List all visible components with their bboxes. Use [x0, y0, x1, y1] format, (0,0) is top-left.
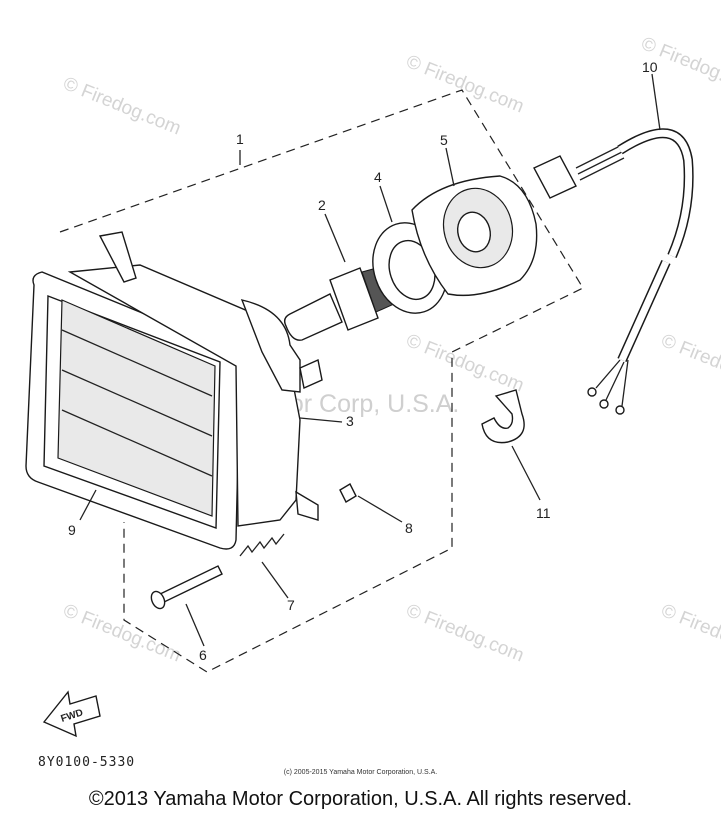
callout-5: 5	[440, 132, 448, 148]
leader-line-6	[185, 603, 205, 647]
watermark-text: © Firedog.com	[658, 600, 721, 666]
part-code: 8Y0100-5330	[38, 755, 135, 770]
forward-arrow-icon: FWD	[42, 690, 101, 738]
callout-8: 8	[405, 520, 413, 536]
callout-11: 11	[536, 505, 551, 521]
leader-line-2	[324, 213, 346, 263]
watermark-text: © Firedog.com	[60, 73, 184, 139]
callout-1: 1	[236, 131, 244, 147]
callout-numbers: 1 2 3 4 5 6 7 8 9 10 11	[68, 59, 658, 663]
leader-line-7	[261, 561, 289, 599]
wire-clamp	[481, 389, 541, 501]
wiring-harness	[533, 73, 694, 415]
socket-cover	[411, 147, 538, 297]
callout-10: 10	[642, 59, 658, 75]
assembly-boundary	[59, 89, 584, 673]
leader-line-10	[651, 73, 661, 131]
screw-clip	[339, 483, 403, 523]
watermark-text: © Firedog.com	[403, 600, 527, 666]
leader-line-8	[357, 495, 403, 523]
callout-2: 2	[318, 197, 326, 213]
small-copyright: (c) 2005-2015 Yamaha Motor Corporation, …	[283, 769, 438, 776]
callout-9: 9	[68, 522, 76, 538]
watermark-text: © Firedog.com	[403, 330, 527, 396]
leader-line-3	[299, 417, 343, 423]
callout-3: 3	[346, 413, 354, 429]
spring	[239, 533, 289, 599]
callout-7: 7	[287, 597, 295, 613]
leader-line-9	[79, 489, 97, 521]
adjusting-bolt	[150, 565, 223, 647]
watermark-text: © Firedog.com	[658, 330, 721, 396]
watermark-text: © Firedog.com	[403, 51, 527, 117]
headlight-body	[57, 231, 323, 527]
leader-line-4	[379, 185, 393, 223]
leader-line-5	[445, 147, 455, 187]
leader-line-11	[511, 445, 541, 501]
callout-4: 4	[374, 169, 382, 185]
main-copyright: ©2013 Yamaha Motor Corporation, U.S.A. A…	[88, 788, 633, 810]
callout-6: 6	[199, 647, 207, 663]
watermark-text: © Firedog.com	[60, 600, 184, 666]
